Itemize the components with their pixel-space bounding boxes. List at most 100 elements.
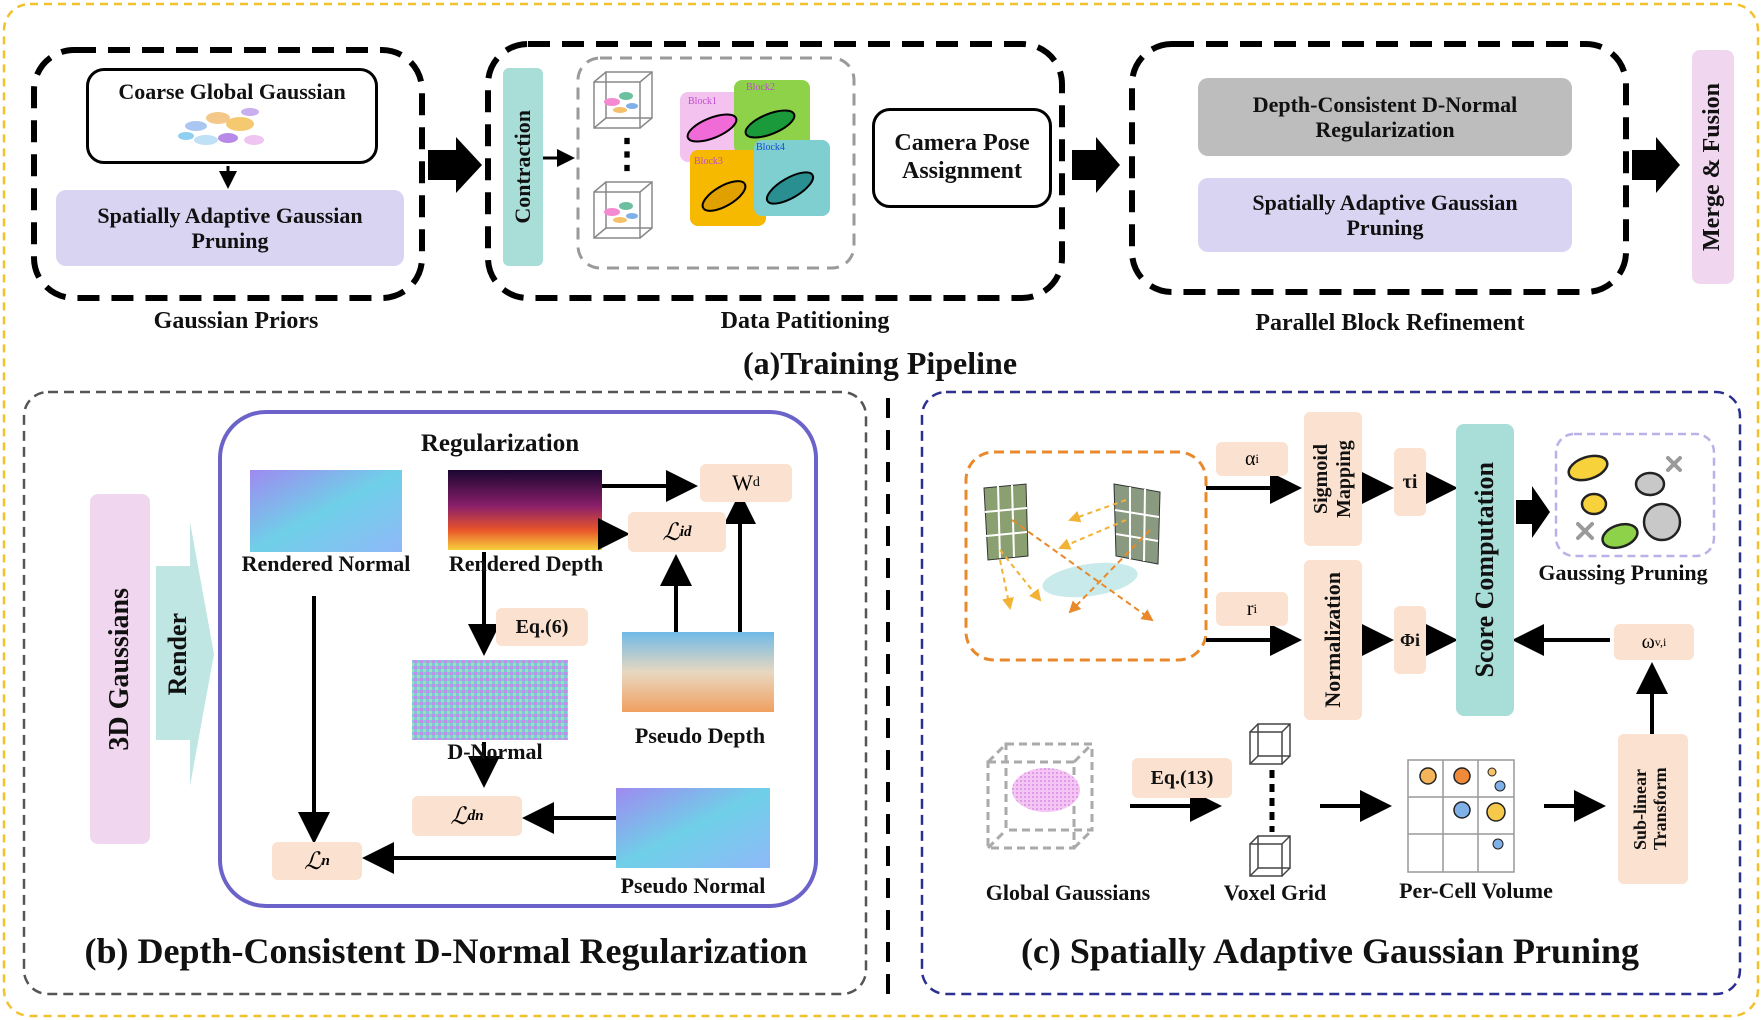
coarse-gaussian-icon [178,108,264,145]
contraction-label: Contraction [510,110,536,224]
refinement-pruning-box: Spatially Adaptive Gaussian Pruning [1198,178,1572,252]
rendered-depth-image [448,470,602,550]
blocks-gray-dashed-box [576,56,856,270]
data-partitioning-caption: Data Patitioning [720,308,890,335]
refinement-depth-label: Depth-Consistent D-Normal Regularization [1252,91,1518,142]
score-computation-label: Score Computation [1470,462,1500,678]
partition-dashed-box [485,41,1065,301]
ellipsis-dots: ⋮ [607,131,647,176]
global-gaussians-cube-icon [986,742,1094,850]
camera-views-box [964,450,1208,662]
camera-view-right-icon [1113,483,1161,565]
global-gaussians-label: Global Gaussians [985,880,1151,906]
phi-box: Φi [1394,606,1426,674]
training-pipeline-title: (a)Training Pipeline [742,344,1018,381]
regularization-heading: Regularization [420,429,580,457]
contraction-box: Contraction [503,68,543,266]
voxel-grid-label: Voxel Grid [1223,880,1327,906]
camera-view-left-icon [983,483,1029,561]
3d-gaussians-label: 3D Gaussians [103,587,135,751]
l-id-subscript: id [679,523,692,540]
rendered-normal-label: Rendered Normal [241,551,411,577]
wd-symbol: W [732,470,753,495]
r-symbol: r [1246,597,1254,620]
score-computation-box: Score Computation [1456,424,1514,716]
priors-pruning-label: Spatially Adaptive Gaussian Pruning [97,202,363,253]
render-label: Render [163,612,193,696]
pruned-gaussians-icon [1567,454,1682,550]
gaussian-ellipse-icon [1042,562,1138,598]
per-cell-volume-label: Per-Cell Volume [1399,878,1553,904]
render-arrow [156,522,214,786]
cube-bottom-icon [593,181,653,239]
eq6-box: Eq.(6) [496,608,588,646]
sigmoid-mapping-box: Sigmoid Mapping [1304,412,1362,546]
tau-box: τi [1394,448,1426,516]
rendered-normal-image [250,470,402,552]
pseudo-normal-label: Pseudo Normal [620,873,766,899]
refinement-depth-box: Depth-Consistent D-Normal Regularization [1198,78,1572,156]
coarse-global-gaussian-label: Coarse Global Gaussian [118,79,346,104]
parallel-refinement-caption: Parallel Block Refinement [1255,310,1525,337]
global-gaussians-cloud [1012,768,1080,812]
pseudo-normal-image [616,788,770,868]
block4-label: Block4 [756,142,785,153]
l-id-symbol: ℒ [662,519,680,546]
priors-pruning-box: Spatially Adaptive Gaussian Pruning [56,190,404,266]
omega-subscript: v,i [1654,634,1667,649]
pseudo-depth-label: Pseudo Depth [634,723,766,749]
cube-top-icon [593,71,653,129]
merge-fusion-box: Merge & Fusion [1692,50,1734,284]
merge-fusion-label: Merge & Fusion [1699,83,1726,251]
l-n-symbol: ℒ [304,848,322,875]
block2-label: Block2 [746,82,775,93]
arrow-priors-to-partition [428,137,482,193]
voxel-cube-top-icon [1249,723,1291,765]
pruning-title: (c) Spatially Adaptive Gaussian Pruning [1020,931,1640,972]
refinement-pruning-label: Spatially Adaptive Gaussian Pruning [1252,189,1518,240]
alpha-symbol: α [1244,447,1256,470]
wd-subscript: d [752,475,760,490]
pseudo-depth-image [622,632,774,712]
regularization-title: (b) Depth-Consistent D-Normal Regulariza… [84,931,808,972]
alpha-subscript: i [1255,451,1260,466]
block1-label: Block1 [688,96,717,107]
3d-gaussians-box: 3D Gaussians [90,494,150,844]
camera-pose-box: Camera Pose Assignment [872,108,1052,208]
voxel-cube-bottom-icon [1249,835,1291,877]
sublinear-transform-label: Sub-linear Transform [1630,767,1670,851]
block3-label: Block3 [694,156,723,167]
l-dn-subscript: dn [467,807,484,824]
d-normal-label: D-Normal [447,739,543,765]
camera-pose-label: Camera Pose Assignment [894,130,1030,184]
per-cell-grid-icon [1407,759,1515,873]
l-dn-symbol: ℒ [450,803,468,830]
omega-symbol: ω [1641,630,1655,653]
refinement-dashed-box [1129,41,1629,295]
sigmoid-mapping-label: Sigmoid Mapping [1310,440,1355,518]
l-n-subscript: n [321,852,330,869]
priors-dashed-box [31,47,425,301]
pruning-outer-box [920,390,1742,996]
normalization-box: Normalization [1304,560,1362,720]
render-label-wrap: Render [160,594,196,714]
r-subscript: i [1253,601,1258,616]
arrow-partition-to-refinement [1072,137,1120,193]
arrow-refinement-to-merge [1632,137,1680,193]
coarse-global-gaussian-box: Coarse Global Gaussian [86,68,378,164]
arrow-to-pruning-result [1516,486,1550,538]
normalization-label: Normalization [1320,572,1346,708]
sublinear-transform-box: Sub-linear Transform [1618,734,1688,884]
rendered-depth-label: Rendered Depth [448,551,604,577]
gaussian-priors-caption: Gaussian Priors [153,308,319,335]
pruning-result-box [1554,432,1716,558]
eq13-box: Eq.(13) [1132,758,1232,798]
